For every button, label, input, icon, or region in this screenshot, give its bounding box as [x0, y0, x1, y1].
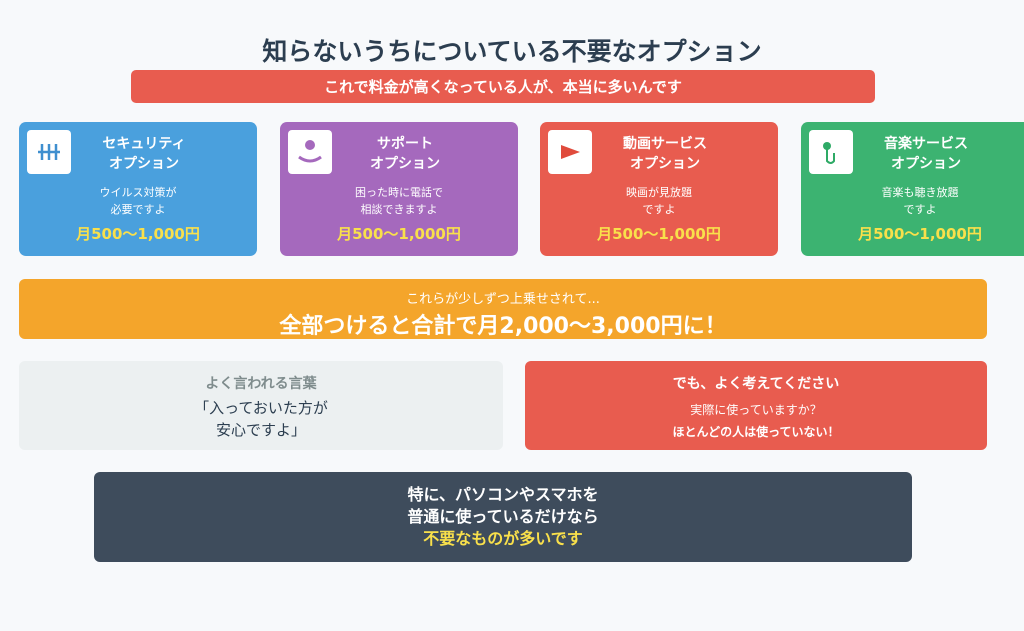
card-price: 月500〜1,000円	[597, 225, 721, 243]
conclusion-box: 特に、パソコンやスマホを 普通に使っているだけなら 不要なものが多いです	[94, 472, 912, 562]
reconsider-question: 実際に使っていますか？	[690, 403, 822, 417]
card-title: サポートオプション	[370, 136, 440, 172]
conclusion-highlight: 不要なものが多いです	[423, 529, 583, 548]
person-icon	[288, 130, 332, 174]
earphone-icon	[809, 130, 853, 174]
option-card-security: セキュリティオプション ウイルス対策が必要ですよ 月500〜1,000円	[19, 122, 257, 256]
card-description: ウイルス対策が必要ですよ	[99, 186, 177, 216]
option-card-video: 動画サービスオプション 映画が見放題ですよ 月500〜1,000円	[540, 122, 778, 256]
conclusion-line: 特に、パソコンやスマホを	[407, 485, 599, 504]
shield-lines-icon	[27, 130, 71, 174]
common-phrase-box: よく言われる言葉 「入っておいた方が安心ですよ」	[19, 361, 503, 450]
total-intro: これらが少しずつ上乗せされて...	[406, 292, 600, 307]
card-description: 音楽も聴き放題ですよ	[881, 186, 959, 216]
total-amount: 全部つけると合計で月2,000〜3,000円に！	[279, 314, 727, 339]
play-icon	[548, 130, 592, 174]
card-price: 月500〜1,000円	[76, 225, 200, 243]
total-cost-banner: これらが少しずつ上乗せされて... 全部つけると合計で月2,000〜3,000円…	[19, 279, 987, 339]
card-title: 音楽サービスオプション	[884, 136, 968, 172]
card-price: 月500〜1,000円	[858, 225, 982, 243]
card-title: セキュリティオプション	[102, 136, 186, 172]
subtitle-banner: これで料金が高くなっている人が、本当に多いんです	[131, 70, 875, 103]
reconsider-answer: ほとんどの人は使っていない！	[672, 425, 840, 439]
phrase-quote: 「入っておいた方が安心ですよ」	[194, 399, 328, 439]
option-card-support: サポートオプション 困った時に電話で相談できますよ 月500〜1,000円	[280, 122, 518, 256]
card-title: 動画サービスオプション	[623, 136, 707, 172]
page-title: 知らないうちについている不要なオプション	[262, 37, 762, 66]
conclusion-line: 普通に使っているだけなら	[407, 507, 599, 526]
card-description: 映画が見放題ですよ	[626, 186, 692, 216]
option-card-music: 音楽サービスオプション 音楽も聴き放題ですよ 月500〜1,000円	[801, 122, 1024, 256]
reconsider-heading: でも、よく考えてください	[672, 376, 840, 392]
card-description: 困った時に電話で相談できますよ	[355, 186, 443, 216]
phrase-heading: よく言われる言葉	[205, 376, 317, 392]
reconsider-box: でも、よく考えてください 実際に使っていますか？ ほとんどの人は使っていない！	[525, 361, 987, 450]
card-price: 月500〜1,000円	[337, 225, 461, 243]
